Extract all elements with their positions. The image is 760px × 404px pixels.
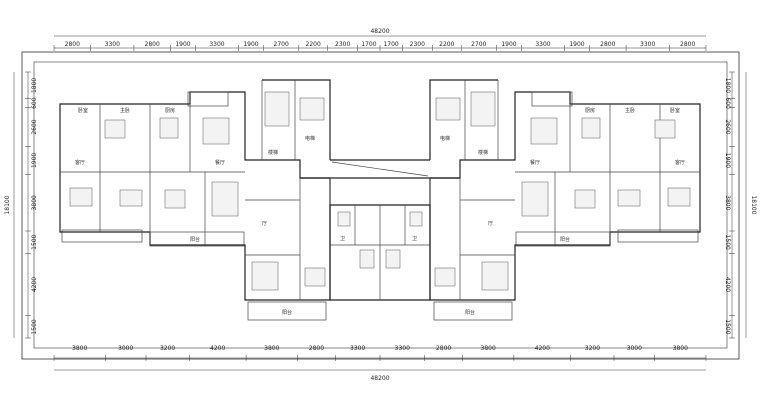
right-dimension-label: 600 [724, 97, 731, 109]
bottom-ticks: 3800 3000 3200 4200 3800 2800 3300 3300 2800 3800… [53, 345, 707, 361]
stair-core-left [264, 91, 325, 127]
top-dimension-label: 3300 [640, 41, 655, 48]
top-dimension-label: 2300 [335, 41, 350, 48]
left-dimension-label: 4200 [31, 277, 38, 292]
top-dimension-label: 1900 [175, 41, 190, 48]
svg-text:厨房: 厨房 [165, 107, 175, 114]
bottom-dimension-label: 4200 [535, 345, 550, 352]
svg-text:厨房: 厨房 [585, 107, 595, 114]
bottom-dimension-label: 4200 [210, 345, 225, 352]
left-dimension-label: 3800 [31, 195, 38, 210]
svg-text:餐厅: 餐厅 [530, 159, 540, 166]
svg-text:楼梯: 楼梯 [478, 149, 488, 156]
total-height-left: 18100 [4, 195, 11, 214]
svg-text:厅: 厅 [262, 221, 267, 227]
inner-frame [33, 61, 728, 349]
top-dimension-label: 1900 [569, 41, 584, 48]
bottom-dimension-label: 3000 [118, 345, 133, 352]
bottom-dimension-label: 3000 [627, 345, 642, 352]
left-dimension-label: 1800 [31, 78, 38, 93]
top-dimension-label: 3300 [105, 41, 120, 48]
bottom-dimension-label: 2800 [309, 345, 324, 352]
svg-text:厅: 厅 [488, 221, 493, 227]
top-dimension-label: 1700 [383, 41, 398, 48]
bottom-dimension-label: 3800 [264, 345, 279, 352]
bottom-dimension-label: 3200 [585, 345, 600, 352]
top-dimension-label: 2800 [65, 41, 80, 48]
top-dimension-label: 2200 [306, 41, 321, 48]
left-dimension-label: 1900 [31, 153, 38, 168]
left-ticks: 1800 600 2600 1900 3800 1500 4200 1500 [25, 71, 38, 339]
top-dimension-label: 2200 [439, 41, 454, 48]
right-dimension-label: 1500 [724, 235, 731, 250]
top-dimension-label: 2300 [410, 41, 425, 48]
svg-text:主卧: 主卧 [625, 107, 635, 114]
top-ticks: 2800 3300 2800 1900 3300 1900 2700 2200 2300 1700… [53, 41, 707, 51]
top-dimension-label: 1700 [361, 41, 376, 48]
total-height-right: 18100 [750, 195, 757, 214]
top-dimension-label: 3300 [535, 41, 550, 48]
left-dimension-label: 1500 [31, 234, 38, 249]
svg-text:阳台: 阳台 [282, 309, 292, 316]
partitions-right [433, 80, 700, 321]
total-width-bottom: 48200 [370, 375, 389, 382]
bottom-dimension-label: 3800 [673, 345, 688, 352]
left-dimension-label: 600 [31, 97, 38, 109]
stair-core-right [435, 91, 496, 127]
left-dimension-label: 1500 [31, 319, 38, 334]
right-ticks: 1800 600 2600 1900 3800 1500 4200 1500 [724, 71, 735, 339]
right-dimension-label: 1500 [724, 319, 731, 334]
right-dimension-label: 3800 [724, 195, 731, 210]
right-dimension-label: 1800 [724, 78, 731, 93]
right-dimension-label: 2600 [724, 119, 731, 134]
svg-text:客厅: 客厅 [75, 159, 85, 166]
svg-text:阳台: 阳台 [465, 309, 475, 316]
top-dimension-label: 2800 [680, 41, 695, 48]
furniture [69, 117, 691, 291]
svg-text:卧室: 卧室 [78, 107, 88, 114]
bottom-dimension-label: 3200 [160, 345, 175, 352]
top-dimension-label: 2800 [145, 41, 160, 48]
top-dimension-label: 2700 [471, 41, 486, 48]
room-labels: 卧室 主卧 厨房 客厅 餐厅 阳台 楼梯 电梯 厅 卫 阳台 卧室 主卧 厨房 … [75, 107, 685, 316]
svg-text:卧室: 卧室 [670, 107, 680, 114]
total-width-top: 48200 [370, 28, 389, 35]
bottom-dimension-label: 3300 [350, 345, 365, 352]
svg-text:客厅: 客厅 [675, 159, 685, 166]
svg-text:卫: 卫 [340, 236, 345, 242]
svg-text:卫: 卫 [412, 236, 417, 242]
partitions-center [329, 161, 431, 300]
top-dimension-label: 2800 [600, 41, 615, 48]
top-dimension-label: 2700 [274, 41, 289, 48]
bottom-dimension-label: 2800 [436, 345, 451, 352]
bottom-dimension-label: 3800 [481, 345, 496, 352]
top-dimension-label: 1900 [243, 41, 258, 48]
svg-text:餐厅: 餐厅 [215, 159, 225, 166]
svg-text:阳台: 阳台 [190, 236, 200, 243]
svg-text:主卧: 主卧 [120, 107, 130, 114]
partitions-left [60, 80, 327, 321]
right-dimension-label: 1900 [724, 153, 731, 168]
bottom-dimension-label: 3800 [72, 345, 87, 352]
svg-text:电梯: 电梯 [305, 135, 315, 142]
top-dimension-label: 1900 [501, 41, 516, 48]
left-dimension-label: 2600 [31, 119, 38, 134]
top-dimension-label: 3300 [209, 41, 224, 48]
svg-text:楼梯: 楼梯 [268, 149, 278, 156]
outer-frame [21, 51, 740, 360]
right-dimension-label: 4200 [724, 277, 731, 292]
bottom-dimension-label: 3300 [395, 345, 410, 352]
svg-text:阳台: 阳台 [560, 236, 570, 243]
svg-text:电梯: 电梯 [440, 135, 450, 142]
